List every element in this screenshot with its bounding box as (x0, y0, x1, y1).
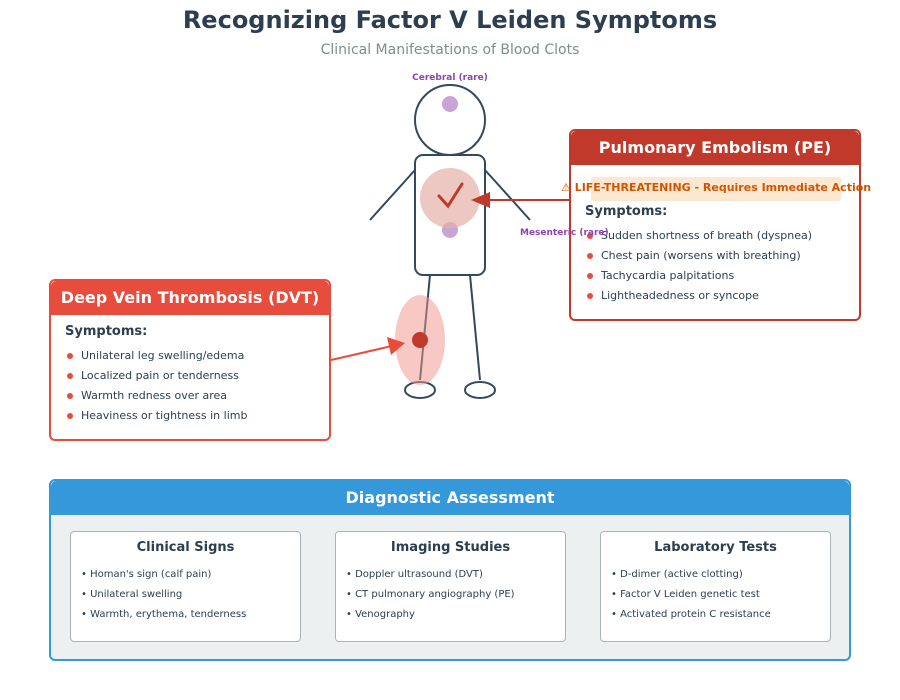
dvt-card: Deep Vein Thrombosis (DVT) Symptoms: Uni… (49, 279, 331, 441)
lung-check-icon (437, 182, 464, 209)
clinical-signs-title: Clinical Signs (136, 540, 235, 555)
pe-warning-banner (591, 177, 841, 201)
pe-warning-text: ⚠ LIFE-THREATENING - Requires Immediate … (561, 181, 872, 194)
pe-card-title: Pulmonary Embolism (PE) (571, 131, 859, 165)
dvt-arrow-head (387, 337, 405, 355)
figure-torso (414, 154, 486, 276)
dvt-symptom-item: Warmth redness over area (65, 388, 247, 408)
figure-right-foot (464, 381, 496, 399)
figure-left-arm (369, 169, 416, 221)
imaging-study-item: • CT pulmonary angiography (PE) (346, 589, 515, 600)
imaging-study-item: • Venography (346, 609, 415, 620)
pe-symptom-item: Lightheadedness or syncope (585, 288, 812, 308)
diagnostic-assessment-panel: Diagnostic Assessment Clinical Signs • H… (49, 479, 851, 661)
pe-symptom-item: Chest pain (worsens with breathing) (585, 248, 812, 268)
dvt-arrow-line (330, 345, 393, 361)
laboratory-tests-title: Laboratory Tests (654, 540, 777, 555)
pe-card: Pulmonary Embolism (PE) ⚠ LIFE-THREATENI… (561, 129, 871, 321)
pe-symptom-item: Sudden shortness of breath (dyspnea) (585, 228, 812, 248)
clinical-sign-item: • Unilateral swelling (81, 589, 183, 600)
pe-symptoms-list: Sudden shortness of breath (dyspnea) Che… (585, 228, 812, 308)
laboratory-test-item: • D-dimer (active clotting) (611, 569, 743, 580)
clinical-sign-item: • Warmth, erythema, tenderness (81, 609, 247, 620)
clinical-signs-box: Clinical Signs • Homan's sign (calf pain… (70, 531, 301, 642)
dvt-symptoms-list: Unilateral leg swelling/edema Localized … (65, 348, 247, 428)
clinical-sign-item: • Homan's sign (calf pain) (81, 569, 212, 580)
pe-symptom-item: Tachycardia palpitations (585, 268, 812, 288)
dvt-card-title: Deep Vein Thrombosis (DVT) (51, 281, 329, 315)
page-title: Recognizing Factor V Leiden Symptoms (182, 6, 718, 34)
diagnostic-title: Diagnostic Assessment (51, 481, 849, 515)
lung-clot-zone (420, 168, 480, 228)
dvt-symptom-item: Unilateral leg swelling/edema (65, 348, 247, 368)
cerebral-clot-site (442, 96, 458, 112)
laboratory-test-item: • Activated protein C resistance (611, 609, 771, 620)
figure-right-leg (469, 274, 481, 381)
imaging-studies-box: Imaging Studies • Doppler ultrasound (DV… (335, 531, 566, 642)
laboratory-tests-box: Laboratory Tests • D-dimer (active clott… (600, 531, 831, 642)
dvt-symptom-item: Localized pain or tenderness (65, 368, 247, 388)
figure-head (414, 84, 486, 156)
dvt-symptoms-title: Symptoms: (65, 324, 148, 339)
figure-right-arm (484, 169, 531, 221)
imaging-studies-title: Imaging Studies (390, 540, 511, 555)
page-subtitle: Clinical Manifestations of Blood Clots (320, 42, 580, 58)
dvt-symptom-item: Heaviness or tightness in limb (65, 408, 247, 428)
laboratory-test-item: • Factor V Leiden genetic test (611, 589, 760, 600)
leg-clot-point (412, 332, 428, 348)
pe-symptoms-title: Symptoms: (585, 204, 668, 219)
pe-arrow-head (471, 192, 490, 208)
cerebral-label: Cerebral (rare) (412, 73, 488, 83)
imaging-study-item: • Doppler ultrasound (DVT) (346, 569, 483, 580)
